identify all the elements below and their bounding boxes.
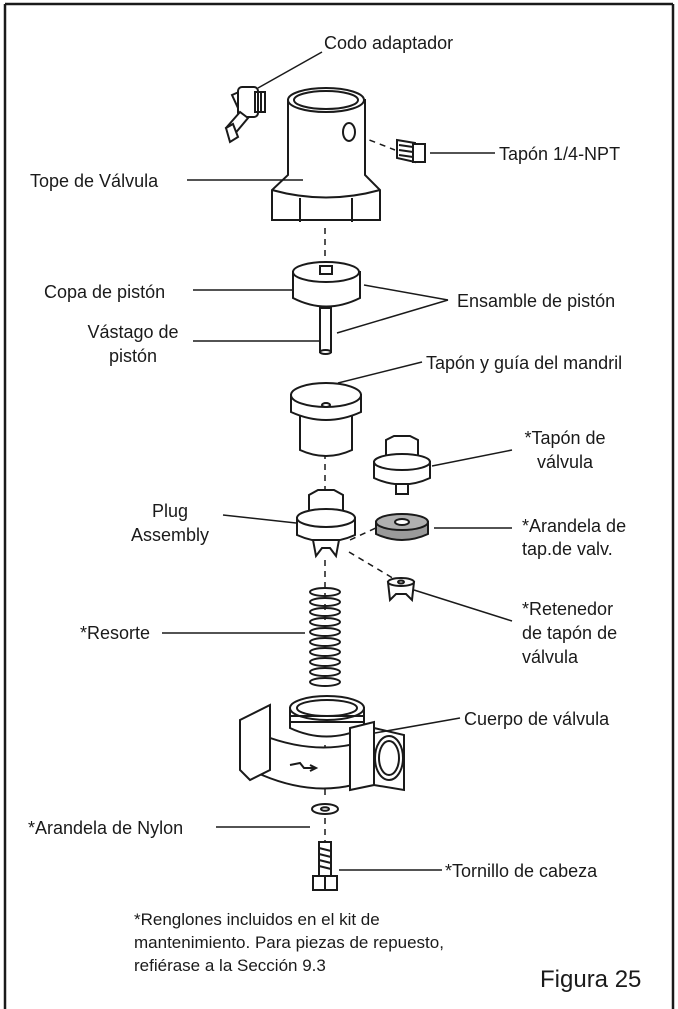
retenedor-part bbox=[386, 577, 416, 603]
copa-piston-part bbox=[292, 261, 361, 308]
label-retenedor-line1: *Retenedor bbox=[522, 599, 614, 619]
label-resorte: *Resorte bbox=[80, 623, 151, 643]
label-arandela-nylon: *Arandela de Nylon bbox=[28, 818, 184, 838]
label-codo-adaptador: Codo adaptador bbox=[324, 33, 454, 53]
vastago-piston-part bbox=[319, 307, 332, 355]
resorte-part bbox=[309, 587, 341, 687]
page-border bbox=[3, 2, 675, 1009]
tapon-valvula-part bbox=[373, 435, 431, 495]
label-arandela-tapon-line2: tap.de valv. bbox=[522, 539, 613, 559]
label-vastago-piston-line2: pistón bbox=[108, 346, 158, 366]
label-arandela-tapon-line1: *Arandela de bbox=[522, 516, 627, 536]
tornillo-cabeza-part bbox=[312, 841, 338, 891]
label-ensamble-piston: Ensamble de pistón bbox=[457, 291, 616, 311]
label-tapon-guia-mandril: Tapón y guía del mandril bbox=[426, 353, 623, 373]
leader-lines bbox=[162, 51, 513, 871]
codo-adaptador-part bbox=[224, 86, 266, 144]
label-cuerpo-valvula: Cuerpo de válvula bbox=[464, 709, 610, 729]
label-copa-piston: Copa de pistón bbox=[44, 282, 166, 302]
label-tapon-valvula-line2: válvula bbox=[536, 452, 594, 472]
tapon-guia-mandril-part bbox=[290, 382, 362, 457]
arandela-tapon-part bbox=[375, 513, 429, 541]
label-tapon-npt: Tapón 1/4-NPT bbox=[499, 144, 621, 164]
label-tope-valvula: Tope de Válvula bbox=[30, 171, 159, 191]
label-plug-assembly-line1: Plug bbox=[151, 501, 189, 521]
label-plug-assembly-line2: Assembly bbox=[130, 525, 210, 545]
label-vastago-piston-line1: Vástago de bbox=[87, 322, 179, 342]
arandela-nylon-part bbox=[311, 803, 339, 815]
label-tornillo-cabeza: *Tornillo de cabeza bbox=[445, 861, 598, 881]
footnote: *Renglones incluidos en el kit de manten… bbox=[134, 910, 444, 975]
plug-assembly-part bbox=[296, 489, 356, 559]
tope-valvula-part bbox=[271, 87, 381, 222]
tapon-npt-part bbox=[396, 138, 426, 164]
cuerpo-valvula-part bbox=[239, 695, 405, 792]
figure-label: Figura 25 bbox=[540, 966, 642, 993]
label-tapon-valvula-line1: *Tapón de bbox=[524, 428, 606, 448]
label-retenedor-line3: válvula bbox=[522, 647, 579, 667]
label-retenedor-line2: de tapón de bbox=[522, 623, 618, 643]
